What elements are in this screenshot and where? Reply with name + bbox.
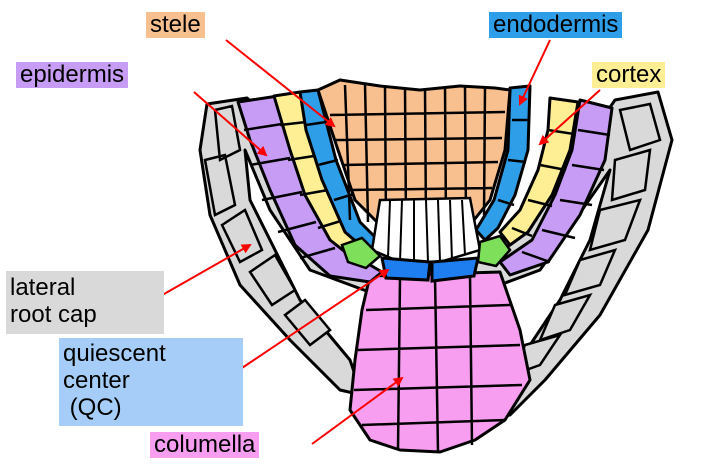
label-quiescent-center: quiescent center (QC) [59, 338, 243, 426]
label-stele: stele [146, 12, 205, 38]
columella-region [350, 272, 530, 452]
label-endodermis: endodermis [489, 12, 622, 38]
label-epidermis: epidermis [16, 62, 128, 88]
label-columella: columella [150, 432, 259, 458]
arrow-endodermis [520, 40, 550, 104]
label-cortex: cortex [592, 62, 665, 88]
label-lateral-root-cap: lateral root cap [6, 271, 164, 334]
